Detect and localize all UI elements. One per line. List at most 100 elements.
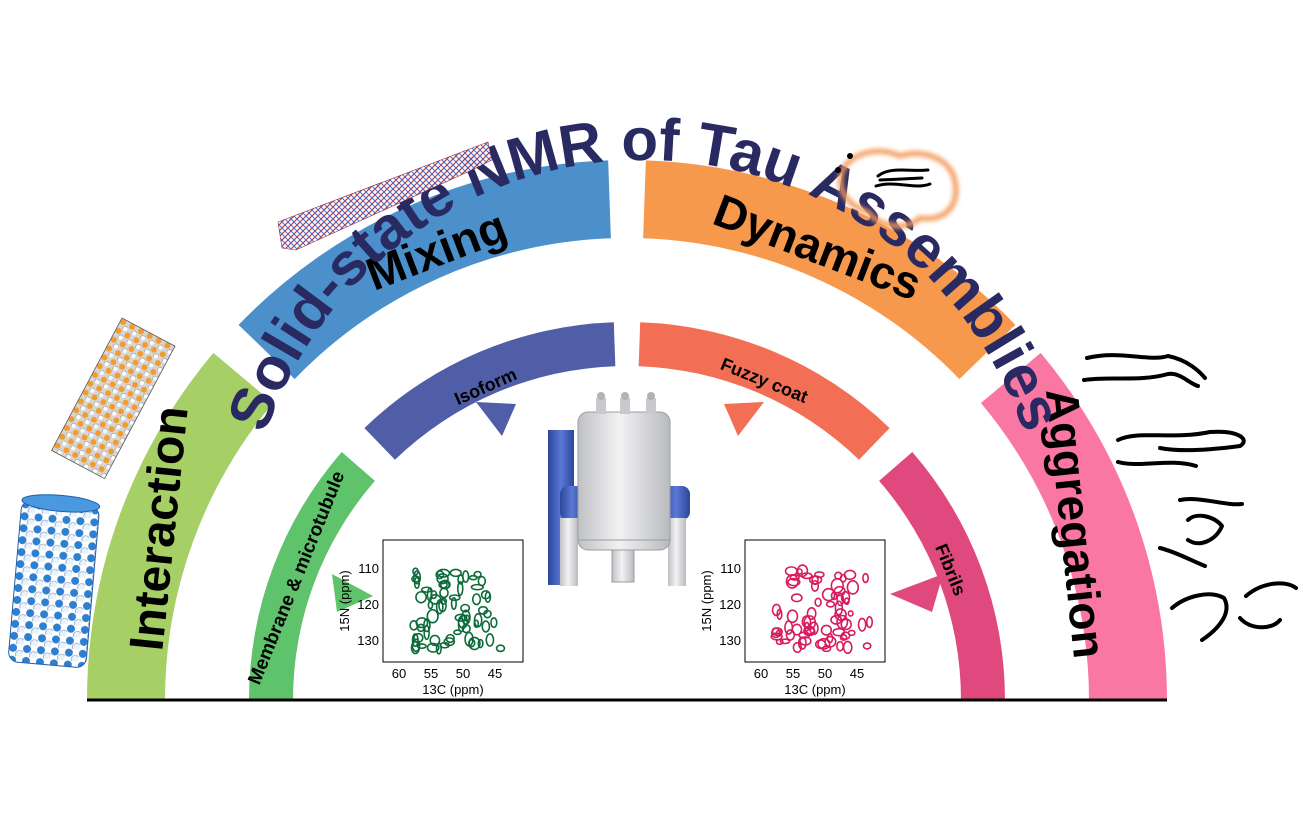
spectrum-peak [798, 631, 811, 639]
membrane-icon [51, 317, 176, 480]
spectrum-peak [416, 643, 427, 650]
y-axis-label: 15N (ppm) [337, 570, 352, 631]
spectrum-peak [439, 587, 449, 599]
membrane-pointer [332, 574, 373, 612]
fuzzy-coat-icon [835, 148, 959, 229]
y-tick-label: 130 [719, 633, 741, 648]
y-tick-label: 110 [720, 561, 741, 576]
spectrum-peak [435, 642, 442, 655]
spectrum-peak [429, 634, 441, 647]
spectrum-peak [471, 593, 482, 606]
spectrum-peak [792, 641, 803, 654]
spectrum-peak [814, 597, 822, 608]
spectrum-peak [436, 573, 449, 585]
nmr-magnet-icon [548, 392, 690, 586]
x-tick-label: 45 [850, 666, 864, 681]
spectrum-peak [847, 629, 856, 637]
x-tick-label: 50 [818, 666, 832, 681]
spectrum-peak [825, 600, 836, 608]
spectrum-peak [484, 591, 492, 603]
spectrum-peak [820, 624, 833, 636]
fibrils-pointer [890, 574, 943, 612]
spectrum-peak [824, 635, 837, 648]
spectrum-peak [789, 574, 800, 581]
spectrum-peak [495, 644, 506, 653]
spectrum-peak [477, 605, 489, 615]
spectrum-peak [836, 592, 845, 607]
y-tick-label: 120 [357, 597, 379, 612]
x-axis-label: 13C (ppm) [422, 682, 483, 697]
spectrum-peak [449, 568, 462, 578]
x-tick-label: 45 [488, 666, 502, 681]
spectrum-peak [443, 637, 456, 647]
microtubule-icon [8, 494, 101, 668]
spectrum-peak [799, 636, 812, 646]
spectrum-peak [817, 637, 831, 650]
y-tick-label: 120 [719, 597, 741, 612]
spectrum-peak [423, 618, 431, 633]
x-tick-label: 55 [786, 666, 800, 681]
spectrum-peak [481, 620, 491, 633]
spectrum-peak [779, 638, 791, 645]
spectrum-peak [450, 597, 457, 611]
x-tick-label: 55 [424, 666, 438, 681]
outer-ring [87, 160, 1167, 700]
x-tick-label: 50 [456, 666, 470, 681]
spectrum-peak [847, 610, 854, 617]
segment-interaction [87, 352, 274, 700]
spectrum-peak [413, 632, 424, 643]
spectrum-peak [843, 569, 857, 581]
spectrum-peak [771, 627, 783, 637]
segment-dynamics [643, 160, 1016, 380]
spectrum-peak [808, 575, 823, 585]
spectrum-peak [412, 570, 422, 585]
fibril-mixing-icon [277, 141, 493, 251]
spectrum-peak [490, 617, 498, 629]
main-title: Solid-state NMR of Tau Assemblies [214, 106, 1075, 439]
spectrum-peak [477, 638, 484, 649]
spectrum-peak [415, 590, 427, 604]
spectrum-peak [862, 642, 872, 650]
spectrum-peak [435, 599, 444, 615]
segment-mixing [238, 160, 611, 380]
spectrum-peak [834, 600, 844, 616]
spectrum-peak [862, 572, 870, 584]
spectrum-peak [460, 603, 471, 613]
spectrum-peak [857, 617, 867, 632]
spectrum-peak [830, 577, 844, 594]
spectrum-peak [809, 621, 819, 636]
spectrum-peak [426, 608, 439, 624]
spectrum-peak [453, 629, 462, 636]
spectrum-peak [840, 590, 851, 605]
spectrum-peak [771, 603, 782, 617]
spectrum-peak [839, 634, 848, 641]
spectrum-peak [485, 633, 495, 647]
spectrum-peak [770, 632, 783, 641]
spectrum-peak [415, 617, 429, 629]
spectrum-peak [865, 616, 874, 629]
spectrum-peak [821, 587, 836, 602]
spectrum-peak [840, 618, 852, 631]
spectrum-peak [846, 579, 860, 595]
spectrum-peak [426, 642, 440, 653]
spectrum-peak [473, 619, 480, 629]
spectrum-peak [834, 608, 847, 621]
x-axis-label: 13C (ppm) [784, 682, 845, 697]
spectrum-peak [842, 640, 853, 655]
spectrum-peak [800, 572, 813, 580]
spectrum-peak [456, 580, 464, 596]
segment-fuzzy-coat [638, 322, 890, 460]
spectrum-peak [826, 633, 834, 644]
segment-membrane-microtubule [249, 452, 375, 700]
spectrum-peak [810, 579, 820, 592]
spectrum-peak [784, 620, 794, 635]
spectrum-peak [790, 593, 803, 603]
inner-ring [249, 322, 1005, 700]
spectrum-peak [473, 570, 482, 579]
x-tick-label: 60 [392, 666, 406, 681]
y-axis-label: 15N (ppm) [699, 570, 714, 631]
aggregation-squiggles-icon [1082, 353, 1298, 642]
spectrum-peak [470, 583, 485, 591]
